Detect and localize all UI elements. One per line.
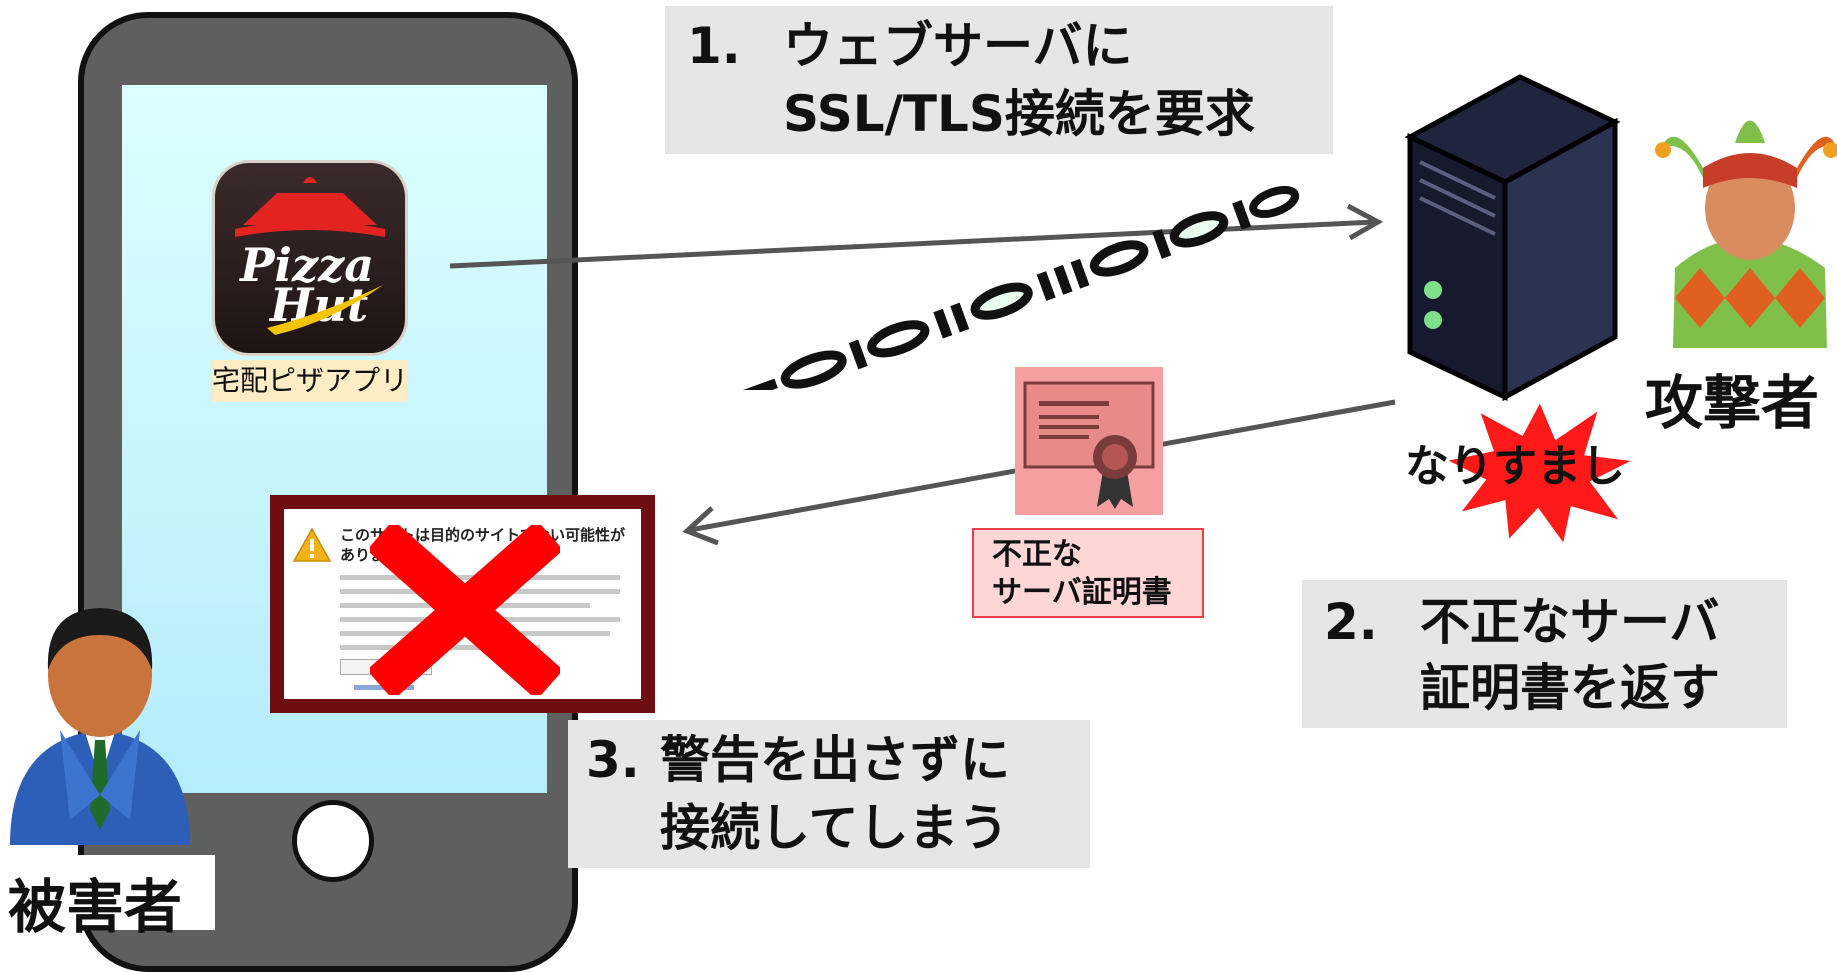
attacker-label: 攻撃者 bbox=[1645, 369, 1820, 437]
starburst-icon bbox=[1440, 396, 1640, 550]
businessman-victim-icon bbox=[10, 608, 190, 845]
certificate-label-line2: サーバ証明書 bbox=[992, 575, 1172, 610]
step2-line2: 証明書を返す bbox=[1420, 659, 1720, 717]
pizza-hut-logo: Pizza Hut bbox=[235, 177, 385, 335]
step2-box: 2. 不正なサーバ 証明書を返す bbox=[1302, 580, 1787, 728]
step1-line1: ウェブサーバに bbox=[783, 17, 1133, 75]
warning-dialog: このサイトは目的のサイトでない可能性が あります bbox=[270, 495, 655, 713]
server-led bbox=[1424, 311, 1442, 329]
step1-line2: SSL/TLS接続を要求 bbox=[783, 85, 1255, 143]
warning-triangle-icon bbox=[292, 527, 332, 562]
victim-label-background bbox=[0, 855, 215, 930]
certificate-label: 不正な サーバ証明書 bbox=[972, 528, 1204, 618]
home-button bbox=[292, 800, 374, 882]
logo-text-pizza: Pizza bbox=[238, 238, 374, 292]
step3-box: 3. 警告を出さずに 接続してしまう bbox=[568, 720, 1090, 868]
certificate-icon bbox=[1015, 367, 1163, 515]
step1-box: 1. ウェブサーバに SSL/TLS接続を要求 bbox=[665, 6, 1333, 154]
step3-number: 3. bbox=[586, 731, 640, 789]
step2-number: 2. bbox=[1324, 593, 1378, 651]
jester-attacker-icon bbox=[1655, 120, 1837, 348]
step3-line2: 接続してしまう bbox=[660, 799, 1009, 857]
victim-label: 被害者 bbox=[8, 873, 183, 941]
certificate-label-line1: 不正な bbox=[992, 537, 1082, 572]
pizza-hut-app-icon[interactable]: Pizza Hut bbox=[215, 163, 405, 353]
binary-stream bbox=[708, 185, 1300, 390]
red-cross-icon bbox=[370, 525, 560, 695]
step3-line1: 警告を出さずに bbox=[660, 731, 1010, 789]
app-label: 宅配ピザアプリ bbox=[212, 360, 408, 402]
server-led bbox=[1424, 281, 1442, 299]
server-icon bbox=[1405, 74, 1621, 402]
step2-line1: 不正なサーバ bbox=[1420, 593, 1720, 651]
impersonation-label: なりすまし bbox=[1405, 441, 1625, 492]
step1-number: 1. bbox=[687, 17, 741, 75]
